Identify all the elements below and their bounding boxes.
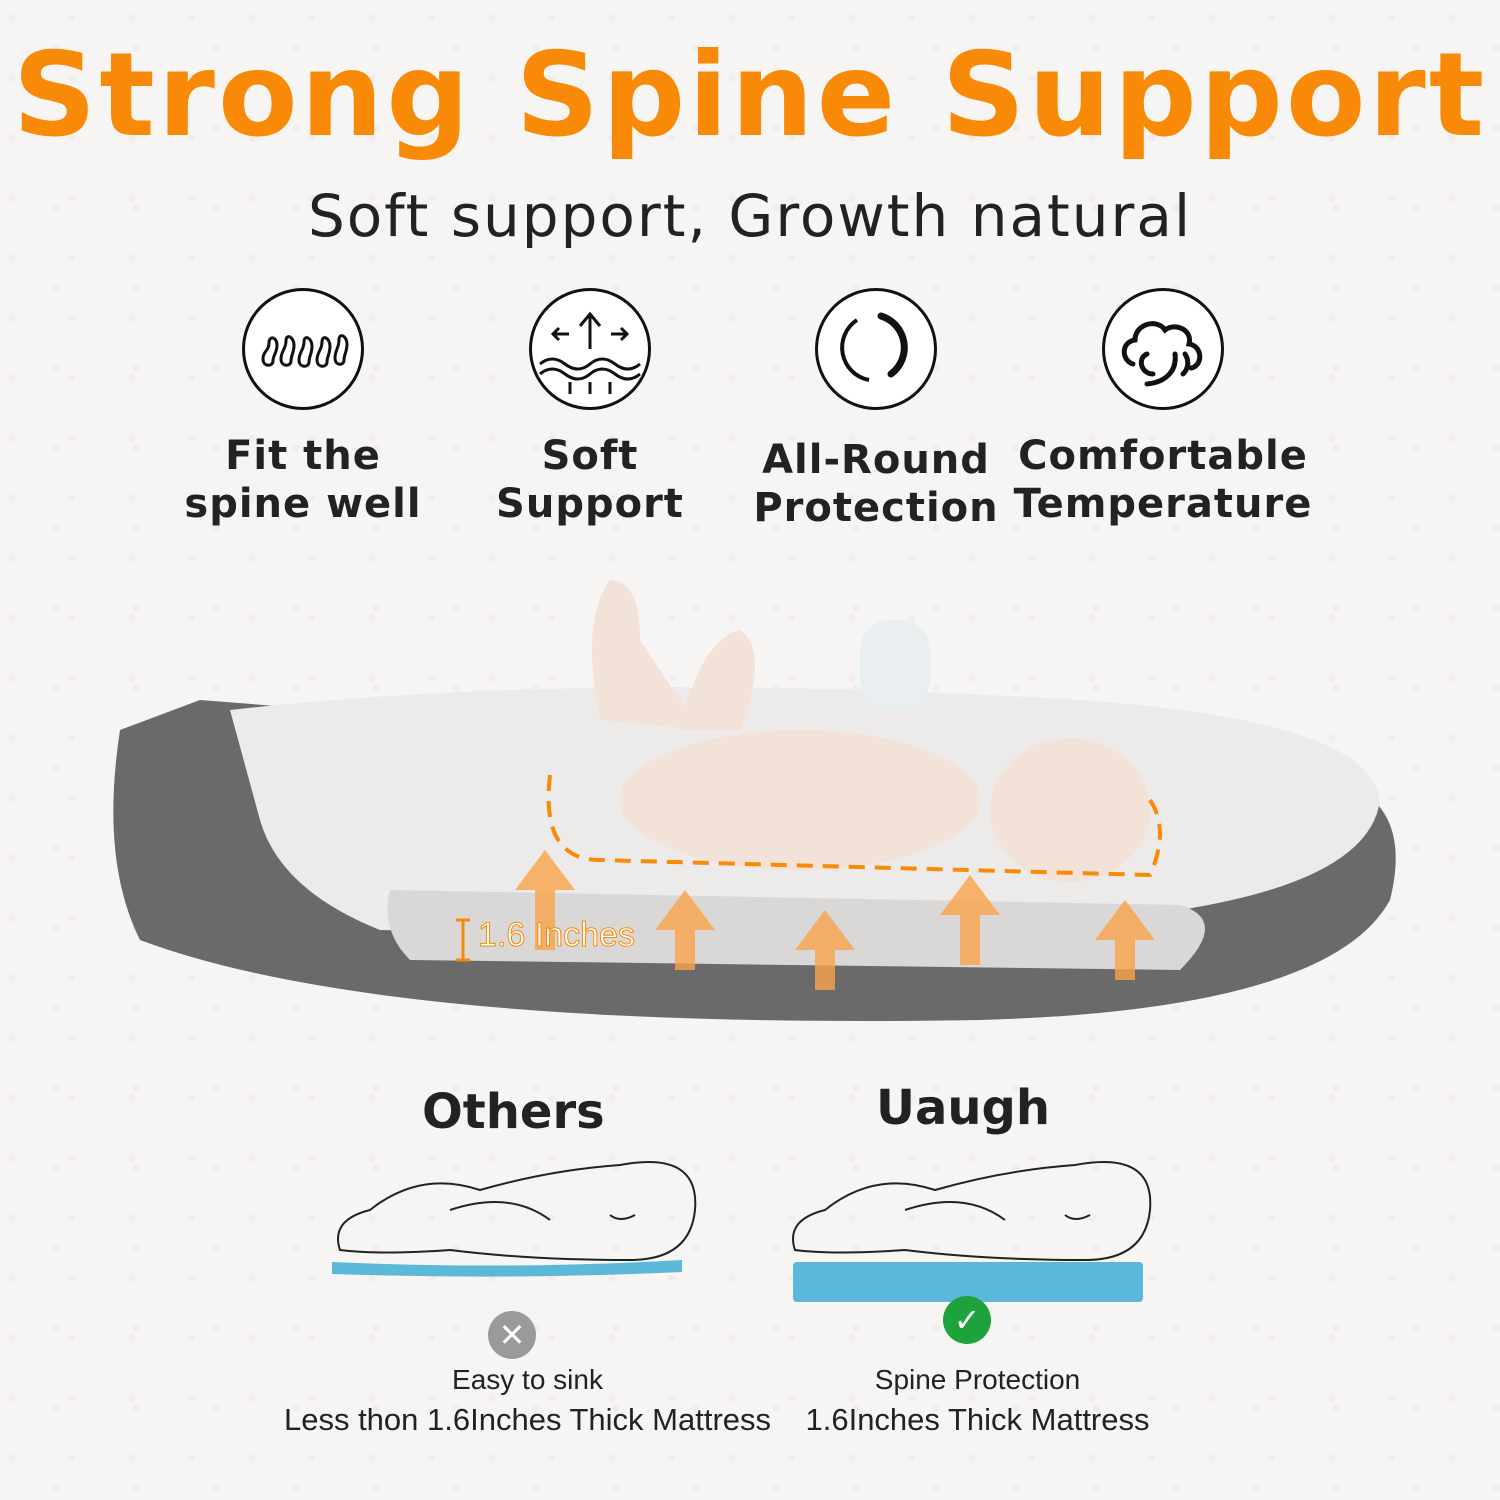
spine-icon [242, 288, 364, 410]
support-arrows [515, 850, 1155, 990]
others-caption-line2: Less thon 1.6Inches Thick Mattress [283, 1402, 772, 1437]
uaugh-caption: Spine Protection 1.6Inches Thick Mattres… [790, 1364, 1165, 1438]
others-caption: Easy to sink Less thon 1.6Inches Thick M… [270, 1364, 785, 1438]
spine-curve-line [546, 774, 1162, 878]
feature-label-line1: Soft [541, 433, 639, 479]
product-photo: 1.6 Inches [80, 560, 1440, 1040]
thickness-label: 1.6 Inches [478, 916, 636, 955]
feature-label-line2: Protection [753, 485, 999, 531]
all-round-icon [815, 288, 937, 410]
others-caption-line1: Easy to sink [452, 1364, 603, 1395]
cloud-icon [1102, 288, 1224, 410]
feature-label-line1: Fit the [225, 433, 381, 479]
others-heading: Others [422, 1084, 605, 1140]
feature-label-line2: spine well [184, 481, 422, 527]
thickness-marker-icon [456, 918, 470, 962]
uaugh-caption-line2: 1.6Inches Thick Mattress [805, 1402, 1150, 1437]
feature-label-line2: Temperature [1013, 481, 1313, 527]
x-circle-icon: ✕ [488, 1311, 536, 1359]
check-circle-icon: ✓ [943, 1296, 991, 1344]
uaugh-caption-line1: Spine Protection [874, 1364, 1081, 1395]
baby [592, 580, 1150, 882]
page-title: Strong Spine Support [12, 28, 1488, 163]
feature-label-line2: Support [496, 481, 684, 527]
subtitle: Soft support, Growth natural [307, 182, 1193, 250]
uaugh-baby-illustration [792, 1161, 1152, 1302]
others-baby-illustration [332, 1161, 697, 1277]
soft-support-icon [529, 288, 651, 410]
uaugh-heading: Uaugh [876, 1080, 1051, 1136]
feature-label-line1: Comfortable [1018, 433, 1308, 479]
feature-label-line1: All-Round [762, 437, 990, 483]
